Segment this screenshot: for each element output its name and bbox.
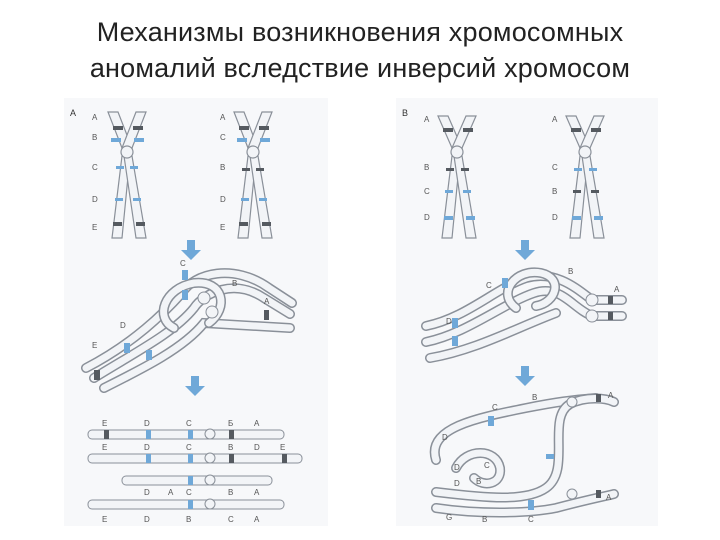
p-b-res-label-11: G — [446, 513, 452, 522]
panel-a-chromosome-normal — [107, 111, 147, 239]
panel-a-diagram: A A B C D E — [70, 108, 303, 524]
p-a-prod0-2: C — [186, 419, 192, 428]
p-a-prod2-0: D — [144, 488, 150, 497]
panel-a-chromosome-inverted — [233, 111, 273, 239]
p-a-c2-label-4: E — [220, 223, 225, 232]
p-a-prod1-0: E — [102, 443, 107, 452]
p-b-c1-label-3: D — [424, 213, 430, 222]
p-a-prod1-5: E — [280, 443, 285, 452]
panel-a-label: A — [70, 108, 76, 118]
p-a-prod0-3: Б — [228, 419, 233, 428]
arrow-down-icon-2 — [515, 366, 535, 386]
p-a-c1-label-2: C — [92, 163, 98, 172]
p-a-c1-label-3: D — [92, 195, 98, 204]
p-a-loop-label-3: D — [120, 321, 126, 330]
p-a-prod0-0: E — [102, 419, 107, 428]
panel-b-chromosome-normal — [437, 115, 477, 239]
p-b-c1-label-1: B — [424, 163, 429, 172]
p-b-loop-label-1: B — [568, 267, 573, 276]
panel-a-inversion-loop — [81, 268, 297, 393]
p-a-prod3-2: B — [186, 515, 191, 524]
p-a-prod2-2: C — [186, 488, 192, 497]
p-a-c2-label-0: A — [220, 113, 226, 122]
p-a-loop-label-2: A — [264, 297, 270, 306]
p-a-loop-label-1: B — [232, 279, 237, 288]
p-a-c2-label-2: B — [220, 163, 225, 172]
p-b-res-label-5: C — [484, 461, 490, 470]
p-a-prod1-4: D — [254, 443, 260, 452]
p-b-res-label-7: D — [454, 479, 460, 488]
p-a-c1-label-0: A — [92, 113, 98, 122]
p-a-loop-label-0: C — [180, 259, 186, 268]
panel-a-pericentric-inversion: A A B C D E — [64, 98, 328, 526]
p-b-loop-label-2: A — [614, 285, 620, 294]
arrow-down-icon — [181, 240, 201, 260]
p-b-res-label-10: C — [528, 515, 534, 524]
p-a-prod0-1: D — [144, 419, 150, 428]
title-line-1: Механизмы возникновения хромосомных — [96, 17, 624, 47]
p-a-prod3-1: D — [144, 515, 150, 524]
p-b-c1-label-2: C — [424, 187, 430, 196]
p-b-c2-label-1: C — [552, 163, 558, 172]
p-a-prod2-1: A — [168, 488, 174, 497]
p-b-loop-label-3: D — [446, 317, 452, 326]
panel-b-label: B — [402, 108, 408, 118]
p-b-res-label-1: A — [608, 391, 614, 400]
p-b-c2-label-0: A — [552, 115, 558, 124]
slide-title: Механизмы возникновения хромосомных аном… — [0, 14, 720, 86]
panel-b-paracentric-inversion: B A B C D — [396, 98, 658, 526]
p-a-prod1-2: C — [186, 443, 192, 452]
p-b-res-label-3: D — [442, 433, 448, 442]
arrow-down-icon — [515, 240, 535, 260]
panel-b-chromosome-inverted — [565, 115, 605, 239]
p-b-c2-label-2: B — [552, 187, 557, 196]
p-b-res-label-4: D — [454, 463, 460, 472]
p-b-res-label-9: B — [482, 515, 487, 524]
p-b-res-label-0: B — [532, 393, 537, 402]
panel-b-diagram: B A B C D — [402, 108, 627, 524]
p-a-prod0-4: A — [254, 419, 260, 428]
p-a-c2-label-3: D — [220, 195, 226, 204]
p-a-prod1-1: D — [144, 443, 150, 452]
p-b-res-label-8: A — [606, 493, 612, 502]
p-a-c1-label-4: E — [92, 223, 97, 232]
p-a-prod2-4: A — [254, 488, 260, 497]
p-a-c2-label-1: C — [220, 133, 226, 142]
p-b-res-label-2: C — [492, 403, 498, 412]
panel-b-result — [429, 393, 619, 518]
p-a-prod2-3: B — [228, 488, 233, 497]
arrow-down-icon-2 — [185, 376, 205, 396]
p-a-prod3-3: C — [228, 515, 234, 524]
p-b-c2-label-3: D — [552, 213, 558, 222]
p-a-c1-label-1: B — [92, 133, 97, 142]
p-b-res-label-6: B — [476, 477, 481, 486]
p-a-prod1-3: B — [228, 443, 233, 452]
p-a-loop-label-4: E — [92, 341, 97, 350]
p-b-loop-label-0: C — [486, 281, 492, 290]
title-line-2: аномалий вследствие инверсий хромосом — [89, 53, 631, 83]
panel-b-inversion-loop — [421, 267, 627, 363]
p-b-c1-label-0: A — [424, 115, 430, 124]
p-a-prod3-4: A — [254, 515, 260, 524]
p-a-prod3-0: E — [102, 515, 107, 524]
panel-a-products — [87, 428, 303, 510]
